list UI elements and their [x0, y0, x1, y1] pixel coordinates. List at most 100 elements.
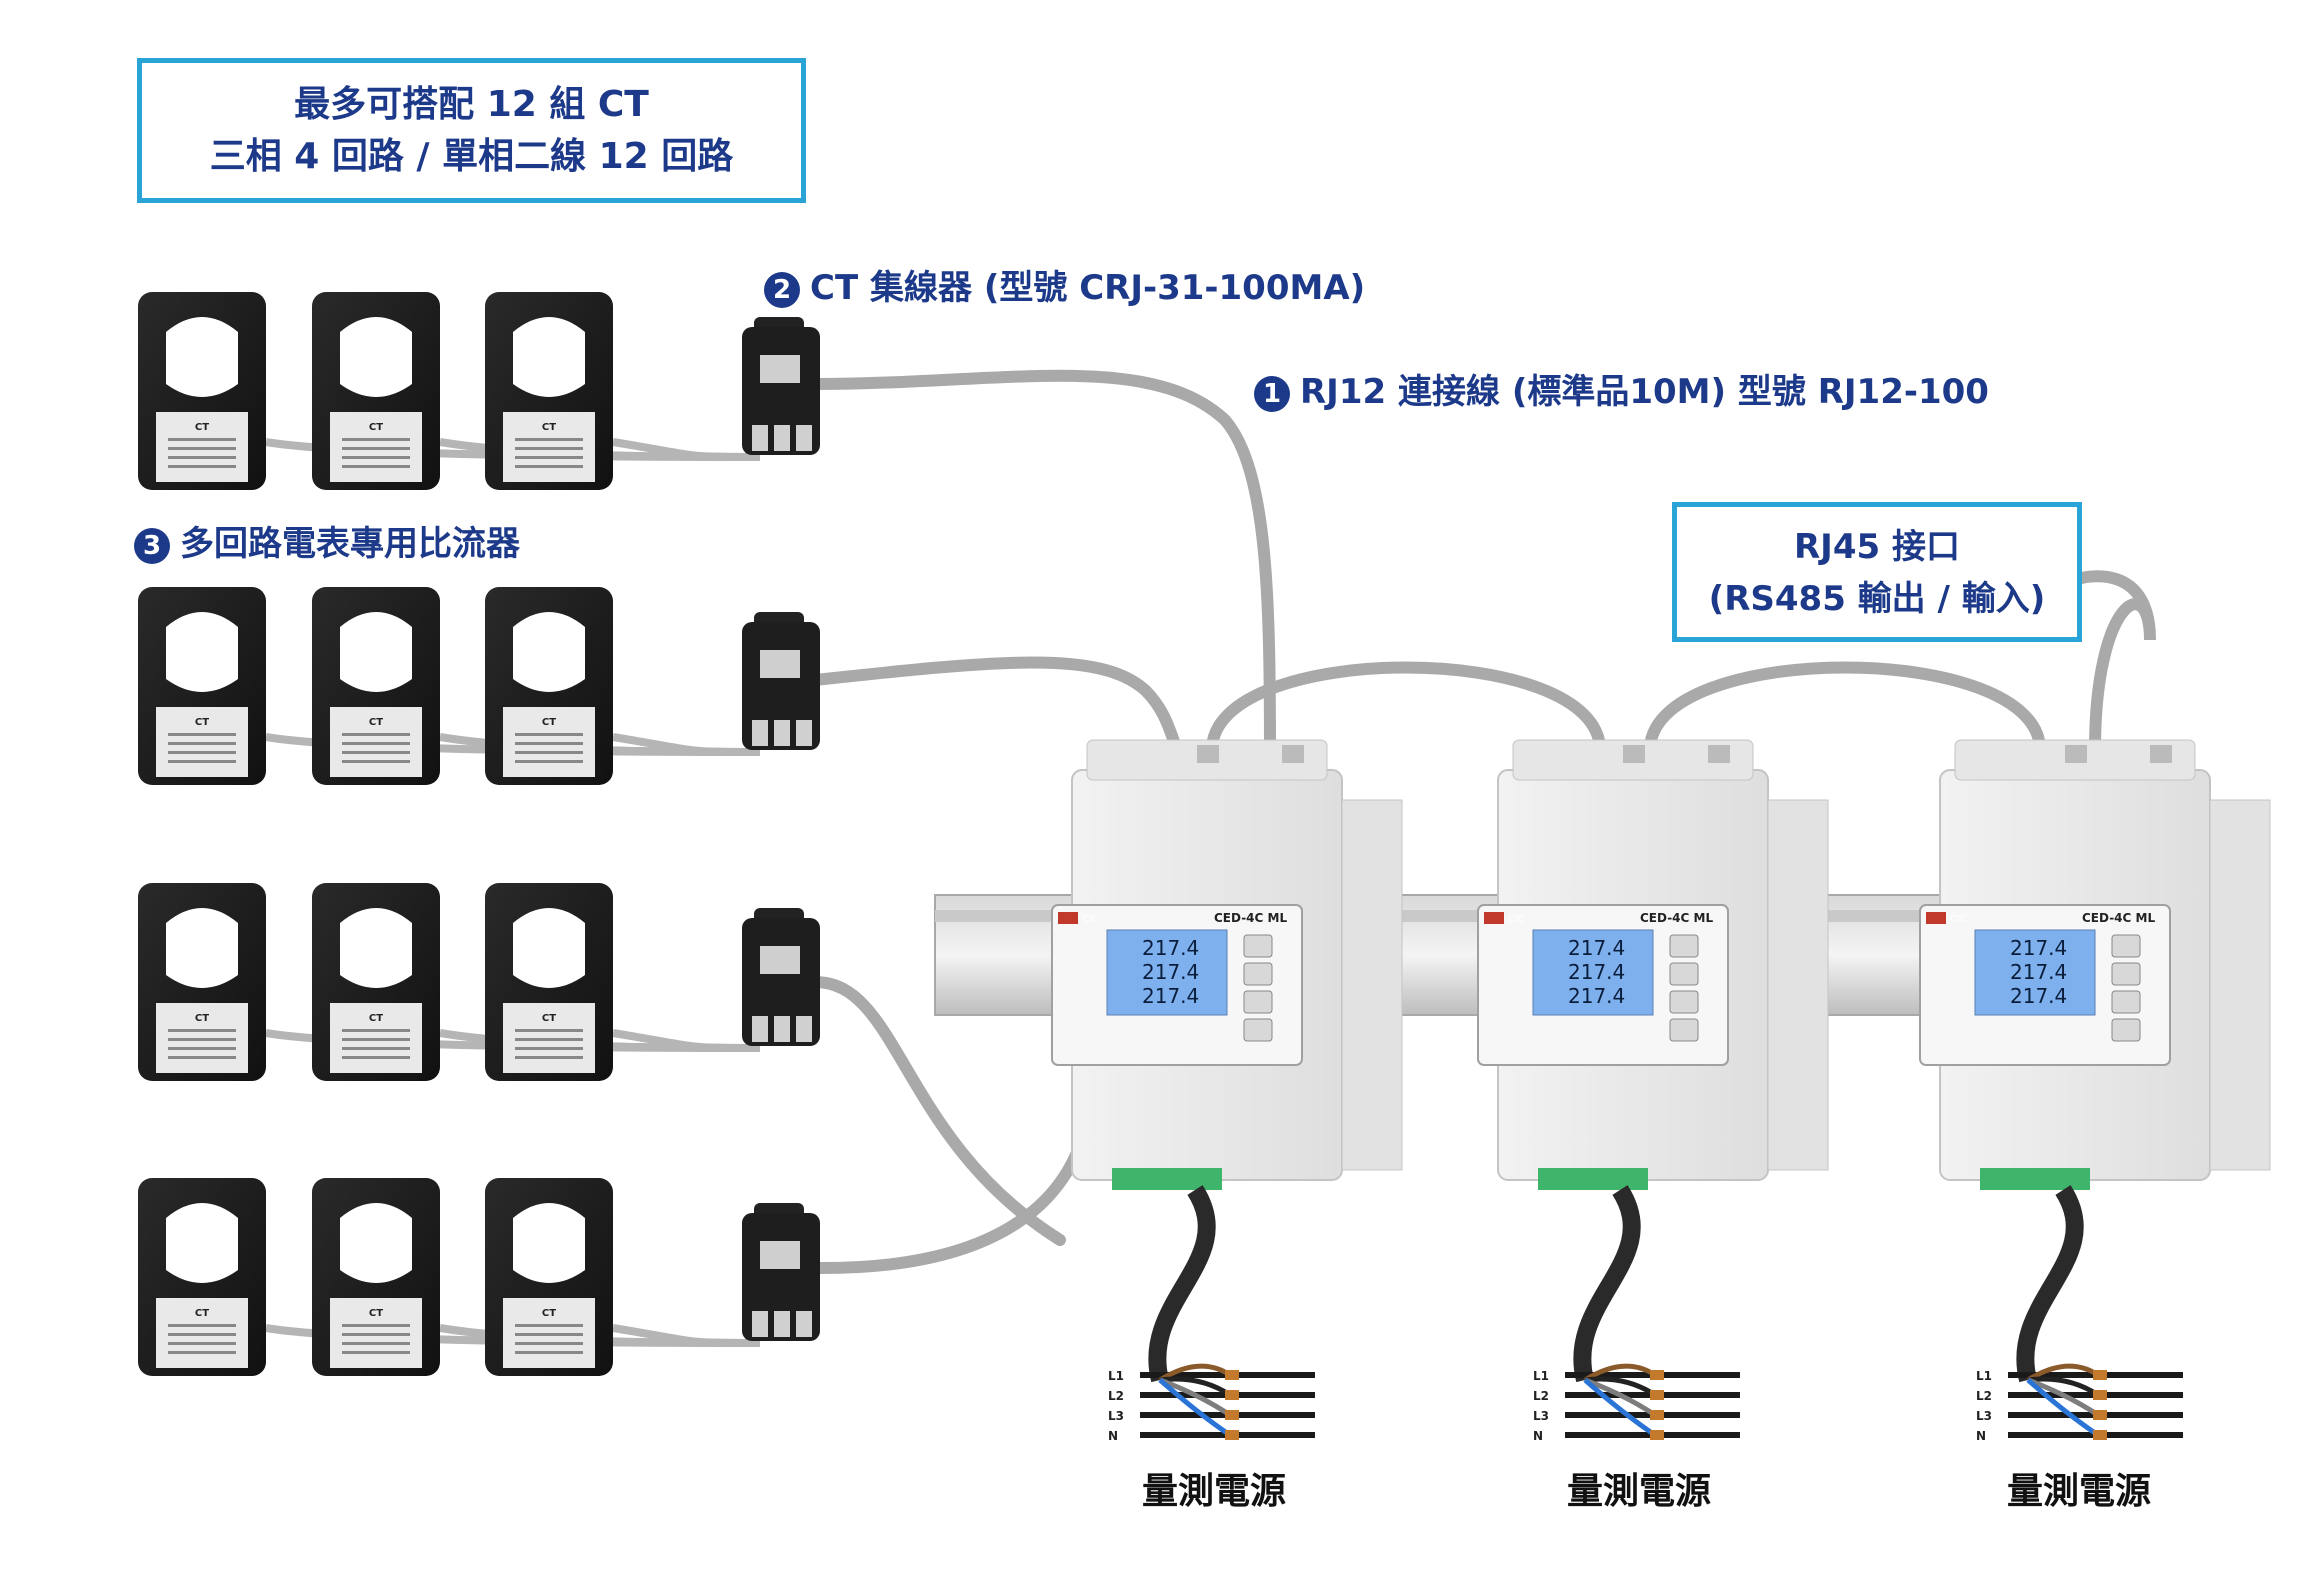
- ct-sensor: CT: [485, 883, 613, 1081]
- ct-label-line: [168, 1351, 236, 1354]
- phase-wire: [1158, 1378, 1232, 1438]
- ct-label-line: [342, 1038, 410, 1041]
- ct-hub: [742, 612, 820, 750]
- ct-label-line: [168, 456, 236, 459]
- meter-lcd-reading: 217.4: [1142, 936, 1199, 960]
- power-label-3: 量測電源: [2007, 1471, 2152, 1512]
- ct-sensor-brand: CT: [195, 1308, 209, 1319]
- ct-sensor-hole: [166, 612, 238, 692]
- ct-label-line: [342, 465, 410, 468]
- meter-lcd-reading: 217.4: [2010, 936, 2067, 960]
- ct-label-line: [342, 438, 410, 441]
- ct-hub-rj12-port: [760, 650, 800, 678]
- rj12-cable-3: [809, 976, 1066, 1246]
- ct-sensor-brand: CT: [369, 1308, 383, 1319]
- meter-button: [1669, 934, 1699, 958]
- label-ct-hub-number: 2: [764, 271, 800, 308]
- phase-terminal: [1225, 1370, 1239, 1380]
- meter-brand-badge: [1058, 912, 1078, 924]
- ct-sensor-brand: CT: [369, 1013, 383, 1024]
- rj45-link-1: [1206, 661, 1606, 756]
- meter-rj12-jack: [2065, 745, 2087, 763]
- ct-label-line: [168, 1342, 236, 1345]
- meter-lcd-reading: 217.4: [1568, 960, 1625, 984]
- ct-sensor: CT: [138, 1178, 266, 1376]
- meter-lcd: [1532, 929, 1654, 1016]
- phase-wire: [1159, 1376, 1232, 1398]
- meter-button: [1669, 990, 1699, 1014]
- ct-label-line: [168, 438, 236, 441]
- ct-label-line: [168, 1038, 236, 1041]
- ct-label-line: [515, 1029, 583, 1032]
- rj12-cable-1: [809, 369, 1276, 766]
- rj12-cable-4: [809, 1094, 1096, 1275]
- phase-wire: [2027, 1377, 2100, 1418]
- ct-sensor: CT: [485, 587, 613, 785]
- ct-sensor: CT: [138, 587, 266, 785]
- ct-label-line: [168, 447, 236, 450]
- ct-sensor-hole: [513, 908, 585, 988]
- meter-rj45-jack: [1282, 745, 1304, 763]
- meter-button: [1243, 1018, 1273, 1042]
- meter-lcd-reading: 217.4: [2010, 984, 2067, 1008]
- ct-sensor-hole: [340, 317, 412, 397]
- ct-sensor: CT: [138, 292, 266, 490]
- ct-label-line: [515, 1342, 583, 1345]
- label-rj12-text: RJ12 連接線 (標準品10M) 型號 RJ12-100: [1300, 372, 1989, 412]
- meter-brand: CIC: [1508, 914, 1525, 925]
- ct-label-line: [515, 1038, 583, 1041]
- meter-model: CED-4C ML: [1640, 911, 1713, 925]
- meter-button: [1243, 990, 1273, 1014]
- ct-lead: [612, 1324, 761, 1347]
- ct-sensor-hole: [340, 612, 412, 692]
- ct-label-line: [168, 751, 236, 754]
- ct-sensor-hole: [340, 908, 412, 988]
- top-info-line2: 三相 4 回路 / 單相二線 12 回路: [209, 136, 734, 177]
- ct-label-line: [515, 438, 583, 441]
- ct-label-line: [342, 1029, 410, 1032]
- ct-hub: [742, 317, 820, 455]
- meter-model: CED-4C ML: [2082, 911, 2155, 925]
- phase-label: L3: [1533, 1409, 1549, 1423]
- ct-sensor: CT: [312, 883, 440, 1081]
- meter-button: [2111, 990, 2141, 1014]
- rj45-link-2: [1644, 661, 2046, 756]
- phase-terminal: [1650, 1410, 1664, 1420]
- meter-model: CED-4C ML: [1214, 911, 1287, 925]
- phase-wire: [2027, 1376, 2100, 1398]
- ct-label-line: [168, 742, 236, 745]
- label-rj12-cable: 1 RJ12 連接線 (標準品10M) 型號 RJ12-100: [1254, 364, 1989, 413]
- ct-hub-rj12-port: [760, 1241, 800, 1269]
- meter-brand: CIC: [1082, 914, 1099, 925]
- ct-label-line: [168, 1047, 236, 1050]
- meter-lcd-reading: 217.4: [2010, 960, 2067, 984]
- ct-lead: [612, 733, 761, 756]
- rj45-line1: RJ45 接口: [1794, 527, 1960, 567]
- ct-hub-ct-port: [796, 720, 812, 746]
- label-rj12-number: 1: [1254, 375, 1290, 412]
- ct-label-line: [515, 456, 583, 459]
- phase-terminal: [2093, 1390, 2107, 1400]
- ct-sensor: CT: [312, 587, 440, 785]
- meter-lcd: [1106, 929, 1228, 1016]
- ct-label-line: [342, 733, 410, 736]
- ct-hubs: [742, 317, 820, 1341]
- ct-sensor-brand: CT: [542, 1308, 556, 1319]
- ct-label-line: [168, 760, 236, 763]
- rj45-out: [2076, 570, 2156, 756]
- ct-hub-ct-port: [796, 425, 812, 451]
- meter-brand: CIC: [1950, 914, 1967, 925]
- ct-label-line: [515, 733, 583, 736]
- phase-terminal: [1650, 1390, 1664, 1400]
- ct-sensor-hole: [513, 1203, 585, 1283]
- power-cable: [1148, 1185, 1216, 1383]
- meter-side: [1767, 799, 1829, 1171]
- meter-button: [1243, 962, 1273, 986]
- phase-wire: [1584, 1376, 1657, 1398]
